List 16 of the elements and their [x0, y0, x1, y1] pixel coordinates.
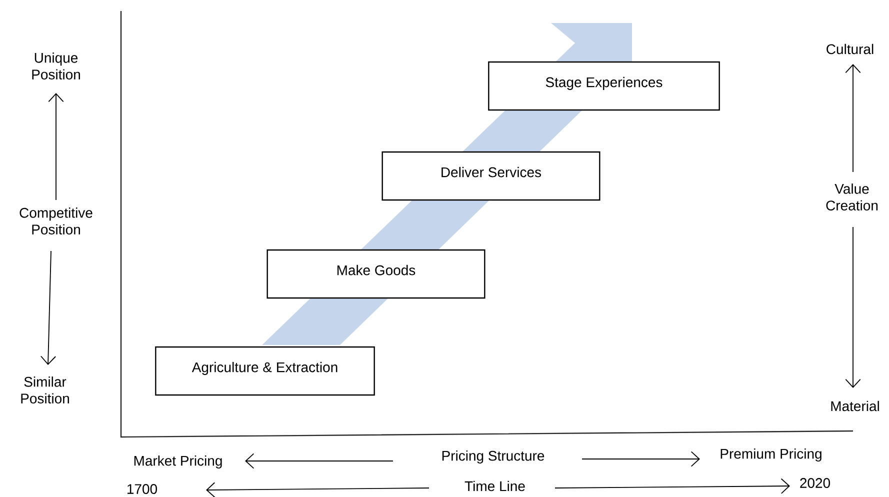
axis-label: Unique Position: [32, 52, 80, 80]
axis-label: Cultural: [826, 44, 874, 54]
stage-box: Stage Experiences: [488, 61, 720, 111]
stage-box: Agriculture & Extraction: [155, 346, 375, 396]
axis-label: Material: [831, 400, 879, 412]
axis-label: Market Pricing: [134, 455, 222, 469]
axis-label: Premium Pricing: [720, 448, 822, 462]
axis-label: Similar Position: [21, 376, 69, 404]
axis-label: 2020: [800, 478, 830, 488]
axis-label: 1700: [128, 484, 158, 494]
axis-label: Pricing Structure: [442, 450, 544, 464]
axis-label: Time Line: [464, 480, 525, 492]
stage-box: Make Goods: [266, 249, 486, 299]
axis-label: Competitive Position: [20, 208, 92, 234]
stage-box: Deliver Services: [382, 151, 600, 201]
axis-label: Value Creation: [826, 184, 878, 210]
